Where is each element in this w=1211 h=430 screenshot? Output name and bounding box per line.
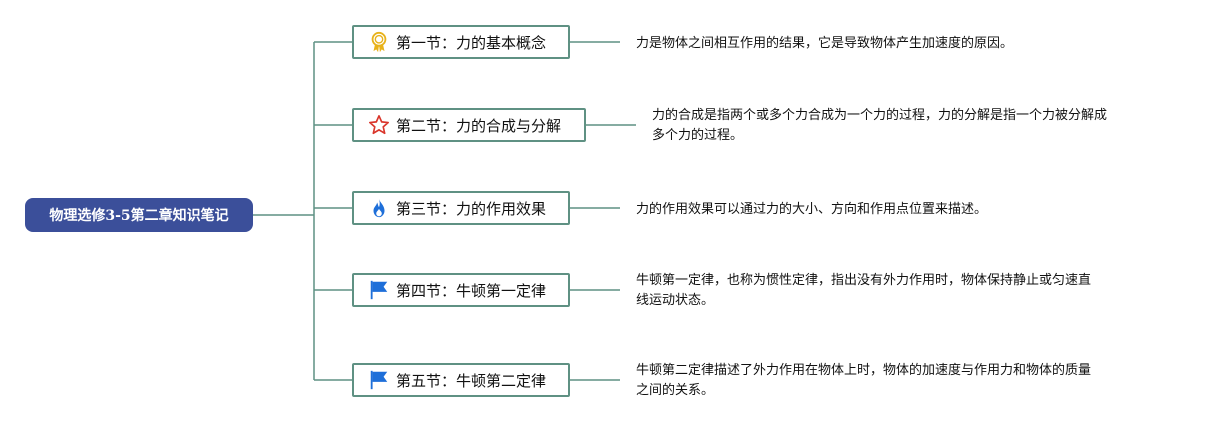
note-text-5: 牛顿第二定律描述了外力作用在物体上时，物体的加速度与作用力和物体的质量 之间的关…	[636, 363, 1092, 398]
topic-node-4[interactable]: 第四节：牛顿第一定律	[352, 273, 570, 307]
flag-icon	[368, 279, 390, 301]
star-outline-icon	[368, 114, 390, 136]
flame-icon	[368, 197, 390, 219]
award-ribbon-icon	[368, 31, 390, 53]
note-text-3: 力的作用效果可以通过力的大小、方向和作用点位置来描述。	[636, 202, 988, 217]
root-label: 物理选修3-5第二章知识笔记	[49, 208, 229, 224]
note-text-4: 牛顿第一定律，也称为惯性定律，指出没有外力作用时，物体保持静止或匀速直 线运动状…	[636, 273, 1092, 308]
topic-label-3: 第三节：力的作用效果	[396, 199, 547, 218]
note-text-2: 力的合成是指两个或多个力合成为一个力的过程，力的分解是指一个力被分解成 多个力的…	[652, 108, 1108, 143]
topic-label-2: 第二节：力的合成与分解	[396, 116, 562, 135]
topic-node-3[interactable]: 第三节：力的作用效果	[352, 191, 570, 225]
note-text-1: 力是物体之间相互作用的结果，它是导致物体产生加速度的原因。	[636, 36, 1014, 51]
topic-node-5[interactable]: 第五节：牛顿第二定律	[352, 363, 570, 397]
topic-label-4: 第四节：牛顿第一定律	[396, 281, 547, 300]
topic-node-2[interactable]: 第二节：力的合成与分解	[352, 108, 586, 142]
flag-icon	[368, 369, 390, 391]
topic-node-1[interactable]: 第一节：力的基本概念	[352, 25, 570, 59]
root-node[interactable]: 物理选修3-5第二章知识笔记	[25, 198, 253, 232]
topic-label-5: 第五节：牛顿第二定律	[396, 371, 547, 390]
topic-label-1: 第一节：力的基本概念	[396, 33, 547, 52]
